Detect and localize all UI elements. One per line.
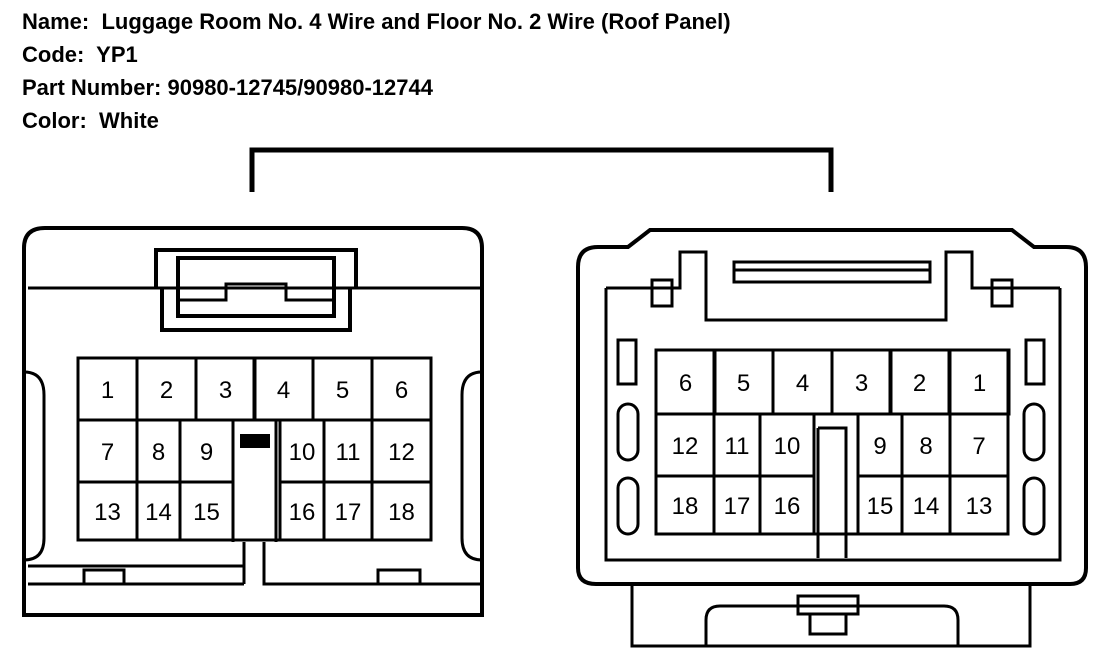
pin-number-15: 15: [193, 499, 220, 526]
right-lock-slot-left-2: [616, 402, 640, 462]
right-bottom-mount: [630, 584, 1032, 648]
right-clip-right: [990, 278, 1014, 308]
pin-number-15: 15: [867, 493, 894, 520]
pin-number-4: 4: [796, 370, 809, 397]
code-value: YP1: [96, 42, 138, 67]
pin-number-11: 11: [336, 439, 361, 466]
color-value: White: [99, 108, 159, 133]
pin-number-3: 3: [855, 370, 868, 397]
pin-cavity-16: [758, 474, 816, 536]
left-connector-housing: [22, 226, 484, 617]
pin-number-2: 2: [913, 370, 926, 397]
right-lock-slot-left-3: [616, 476, 640, 536]
pin-number-9: 9: [873, 433, 886, 460]
pin-number-7: 7: [101, 439, 114, 466]
right-connector-housing: [576, 228, 1088, 586]
left-side-guide-left: [23, 370, 46, 562]
right-latch-frame: [606, 250, 1060, 322]
pin-number-13: 13: [966, 493, 993, 520]
pin-number-6: 6: [679, 370, 692, 397]
pin-number-7: 7: [972, 433, 985, 460]
name-label: Name:: [22, 9, 90, 34]
right-clip-left: [650, 278, 674, 308]
right-lock-slot-right-2: [1022, 402, 1046, 462]
pin-number-6: 6: [395, 377, 408, 404]
pin-number-10: 10: [289, 439, 316, 466]
right-center-slot: [816, 426, 848, 558]
pin-number-13: 13: [94, 499, 121, 526]
pin-number-12: 12: [388, 439, 415, 466]
right-lock-slot-right-3: [1022, 476, 1046, 536]
pin-number-1: 1: [973, 370, 986, 397]
code-label: Code:: [22, 42, 85, 67]
pin-number-9: 9: [200, 439, 213, 466]
connector-info: Name: Luggage Room No. 4 Wire and Floor …: [22, 8, 731, 140]
code-row: Code: YP1: [22, 41, 731, 74]
pin-number-4: 4: [277, 377, 290, 404]
color-label: Color:: [22, 108, 87, 133]
left-side-guide-right: [460, 370, 483, 562]
right-connector: [576, 228, 1088, 648]
pin-number-11: 11: [725, 433, 750, 460]
left-latch-ridge: [178, 282, 334, 302]
right-inner-frame: [604, 288, 1062, 562]
color-row: Color: White: [22, 107, 731, 140]
pin-number-17: 17: [724, 493, 751, 520]
pin-number-5: 5: [737, 370, 750, 397]
pin-number-5: 5: [336, 377, 349, 404]
pin-cavity-13: [948, 474, 1010, 536]
pin-number-1: 1: [101, 377, 114, 404]
pin-number-18: 18: [672, 493, 699, 520]
pin-number-2: 2: [160, 377, 173, 404]
left-bottom-tab-right: [376, 568, 422, 586]
right-lock-slot-left-1: [616, 338, 638, 386]
right-bottom-key-inner: [808, 612, 848, 636]
part-number-value: 90980-12745/90980-12744: [167, 75, 433, 100]
right-lock-slot-right-1: [1024, 338, 1046, 386]
left-bottom-channel: [28, 542, 480, 586]
mating-bracket: [249, 147, 834, 192]
left-slot-key: [240, 434, 270, 448]
pin-number-14: 14: [913, 493, 940, 520]
part-number-label: Part Number:: [22, 75, 162, 100]
name-value: Luggage Room No. 4 Wire and Floor No. 2 …: [101, 9, 731, 34]
name-row: Name: Luggage Room No. 4 Wire and Floor …: [22, 8, 731, 41]
left-bottom-tab-left: [82, 568, 126, 586]
right-latch-bar-outer: [732, 260, 932, 284]
pin-number-18: 18: [388, 499, 415, 526]
left-locking-latch: [154, 248, 358, 332]
pin-number-10: 10: [774, 433, 801, 460]
pin-number-12: 12: [672, 433, 699, 460]
pin-cavity-15: [178, 480, 235, 542]
pin-number-14: 14: [145, 499, 172, 526]
pin-number-8: 8: [152, 439, 165, 466]
pin-number-16: 16: [289, 499, 316, 526]
pin-number-17: 17: [335, 499, 362, 526]
pin-cavity-18: [370, 480, 433, 542]
part-number-row: Part Number: 90980-12745/90980-12744: [22, 74, 731, 107]
pin-number-8: 8: [919, 433, 932, 460]
pin-number-3: 3: [219, 377, 232, 404]
right-pin-grid: 6 5 4 3 2 1 12 11 10 9 8 7 18 17 16 15 14 13: [654, 348, 1011, 536]
pin-number-16: 16: [774, 493, 801, 520]
